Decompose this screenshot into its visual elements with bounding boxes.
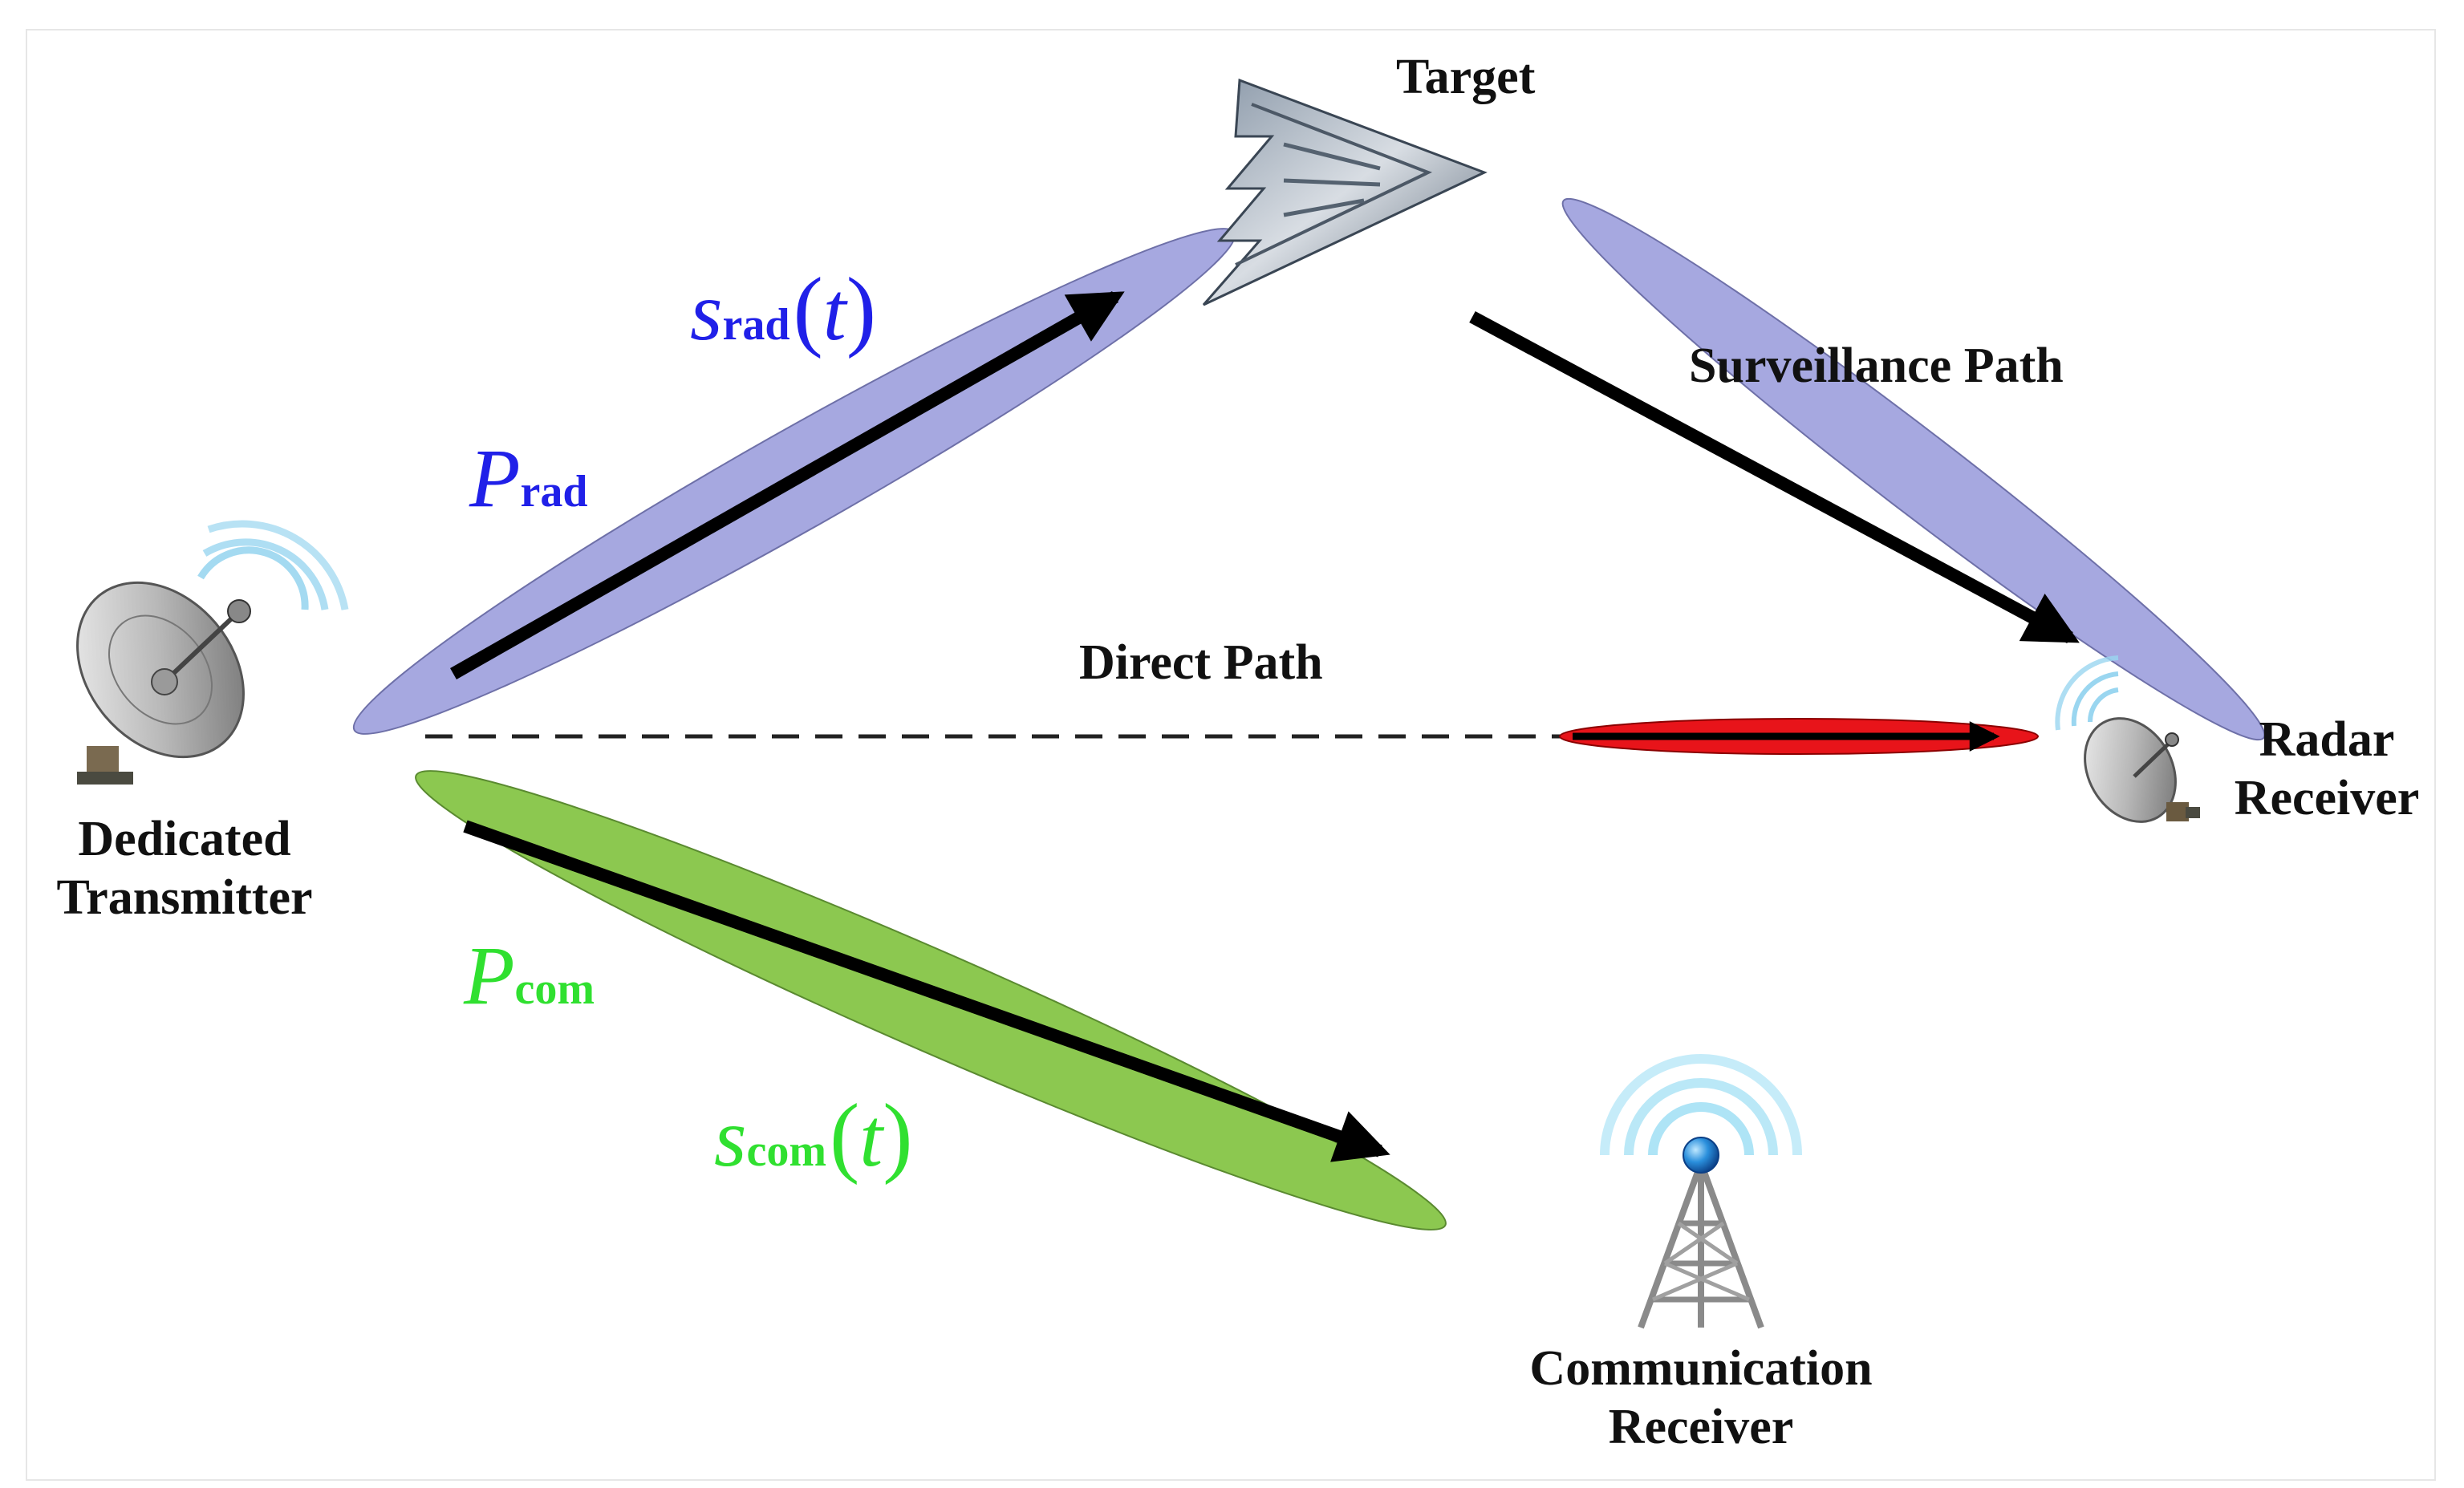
p-com-subscript: com bbox=[514, 964, 595, 1014]
radar-receiver-line1: Radar bbox=[2259, 712, 2395, 767]
s-com-main: s bbox=[714, 1092, 747, 1184]
dedicated-transmitter-line1: Dedicated bbox=[78, 812, 291, 866]
target-label: Target bbox=[1396, 50, 1536, 104]
s-rad-argument: t bbox=[822, 266, 846, 358]
p-rad-symbol: Prad bbox=[469, 437, 588, 521]
communication-receiver-line2: Receiver bbox=[1608, 1400, 1794, 1455]
dedicated-transmitter-dish-icon bbox=[76, 520, 349, 785]
radar-receiver-line2: Receiver bbox=[2234, 771, 2420, 826]
dedicated-transmitter-label: Dedicated Transmitter bbox=[24, 810, 345, 927]
p-rad-subscript: rad bbox=[520, 467, 588, 517]
s-com-subscript: com bbox=[746, 1126, 826, 1176]
communication-beam-arrow bbox=[463, 820, 1390, 1162]
s-rad-main: s bbox=[690, 266, 723, 358]
figure-border bbox=[26, 29, 2436, 1481]
target-aircraft-icon bbox=[1202, 78, 1488, 306]
communication-receiver-line1: Communication bbox=[1529, 1341, 1873, 1396]
surveillance-beam-arrow bbox=[1469, 310, 2080, 644]
p-rad-main: P bbox=[469, 432, 521, 525]
radar-receiver-dish-icon bbox=[2055, 655, 2200, 823]
s-rad-symbol: srad (t) bbox=[690, 260, 876, 359]
dedicated-transmitter-line2: Transmitter bbox=[56, 870, 313, 926]
surveillance-path-label: Surveillance Path bbox=[1689, 339, 2064, 393]
s-com-argument: t bbox=[859, 1092, 883, 1184]
communication-beam-lobe bbox=[415, 770, 1447, 1231]
p-com-symbol: Pcom bbox=[464, 935, 595, 1018]
surveillance-beam-lobe bbox=[1561, 197, 2266, 741]
radar-beam-arrow bbox=[450, 291, 1125, 679]
p-com-main: P bbox=[464, 930, 515, 1022]
radar-receiver-label: Radar Receiver bbox=[2214, 711, 2439, 828]
communication-receiver-label: Communication Receiver bbox=[1468, 1340, 1934, 1457]
s-rad-subscript: rad bbox=[722, 300, 790, 350]
communication-tower-icon bbox=[1600, 1054, 1802, 1329]
direct-path-label: Direct Path bbox=[1079, 635, 1323, 690]
s-com-symbol: scom (t) bbox=[714, 1086, 913, 1186]
